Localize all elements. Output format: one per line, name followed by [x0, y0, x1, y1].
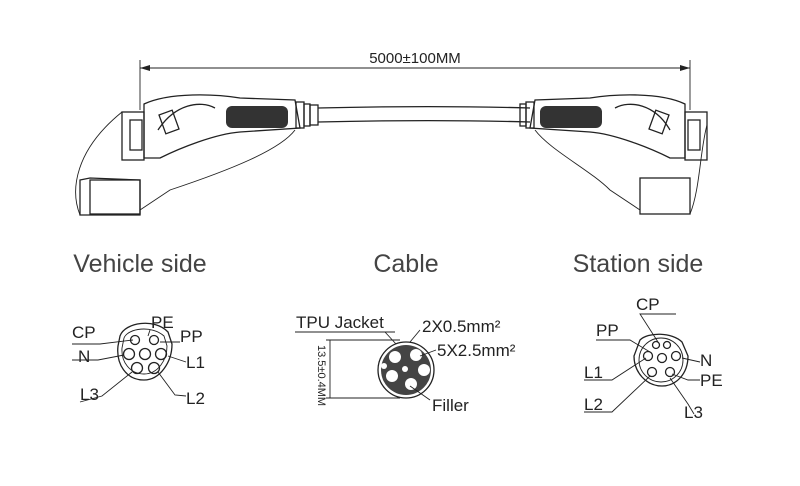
- vehicle-label-pe: PE: [151, 313, 174, 332]
- signal-core: [402, 366, 408, 372]
- vehicle-side-title: Vehicle side: [73, 250, 206, 278]
- tpu-jacket-label: TPU Jacket: [296, 313, 384, 332]
- station-pin-n: [670, 350, 682, 362]
- vehicle-pin-l1: [154, 347, 168, 361]
- cable-body: [317, 105, 531, 123]
- station-label-cp: CP: [636, 295, 660, 314]
- length-dimension: 5000±100MM: [139, 50, 691, 110]
- vehicle-label-l3: L3: [80, 385, 99, 404]
- station-pin-pp: [662, 340, 672, 350]
- vehicle-plug: [75, 94, 319, 216]
- station-pin-pe: [656, 352, 668, 364]
- station-label-l2: L2: [584, 395, 603, 414]
- station-connector-face: CP PP N L1 PE L2 L3: [584, 295, 723, 422]
- vehicle-label-l2: L2: [186, 389, 205, 408]
- vehicle-pin-l3: [130, 361, 144, 375]
- station-side-title: Station side: [573, 250, 704, 278]
- station-pin-l1: [642, 350, 654, 362]
- power-core: [386, 370, 398, 382]
- vehicle-pin-pe: [138, 347, 152, 361]
- signal-cores-label: 2X0.5mm²: [422, 317, 501, 336]
- power-core: [418, 364, 430, 376]
- station-label-pp: PP: [596, 321, 619, 340]
- power-core: [389, 351, 401, 363]
- vehicle-grip-ridges: [226, 106, 288, 128]
- station-label-pe: PE: [700, 371, 723, 390]
- vehicle-pin-l2: [147, 361, 161, 375]
- vehicle-label-l1: L1: [186, 353, 205, 372]
- station-label-l3: L3: [684, 403, 703, 422]
- vehicle-pin-pp: [148, 334, 160, 346]
- power-core: [405, 378, 417, 390]
- station-pin-l3: [664, 366, 676, 378]
- tpu-jacket-ring: [377, 341, 435, 399]
- vehicle-label-pp: PP: [180, 327, 203, 346]
- station-pin-l2: [646, 366, 658, 378]
- vehicle-label-n: N: [78, 347, 90, 366]
- cable-title: Cable: [373, 250, 438, 278]
- vehicle-label-cp: CP: [72, 323, 96, 342]
- vehicle-pin-n: [122, 347, 136, 361]
- station-label-l1: L1: [584, 363, 603, 382]
- length-label: 5000±100MM: [369, 50, 461, 67]
- cable-diameter-label: 13.5±0.4MM: [315, 345, 327, 406]
- power-cores-label: 5X2.5mm²: [437, 341, 516, 360]
- cable-cross-section: 13.5±0.4MM TPU Jacket 2X0.5mm² 5X2.5mm² …: [295, 313, 516, 415]
- station-grip-ridges: [540, 106, 602, 128]
- station-label-n: N: [700, 351, 712, 370]
- station-pin-cp: [651, 340, 661, 350]
- vehicle-connector-face: CP PE PP N L1 L3 L2: [72, 313, 205, 408]
- power-core: [410, 349, 422, 361]
- filler-label: Filler: [432, 396, 469, 415]
- station-plug: [519, 94, 708, 215]
- signal-core: [381, 363, 387, 369]
